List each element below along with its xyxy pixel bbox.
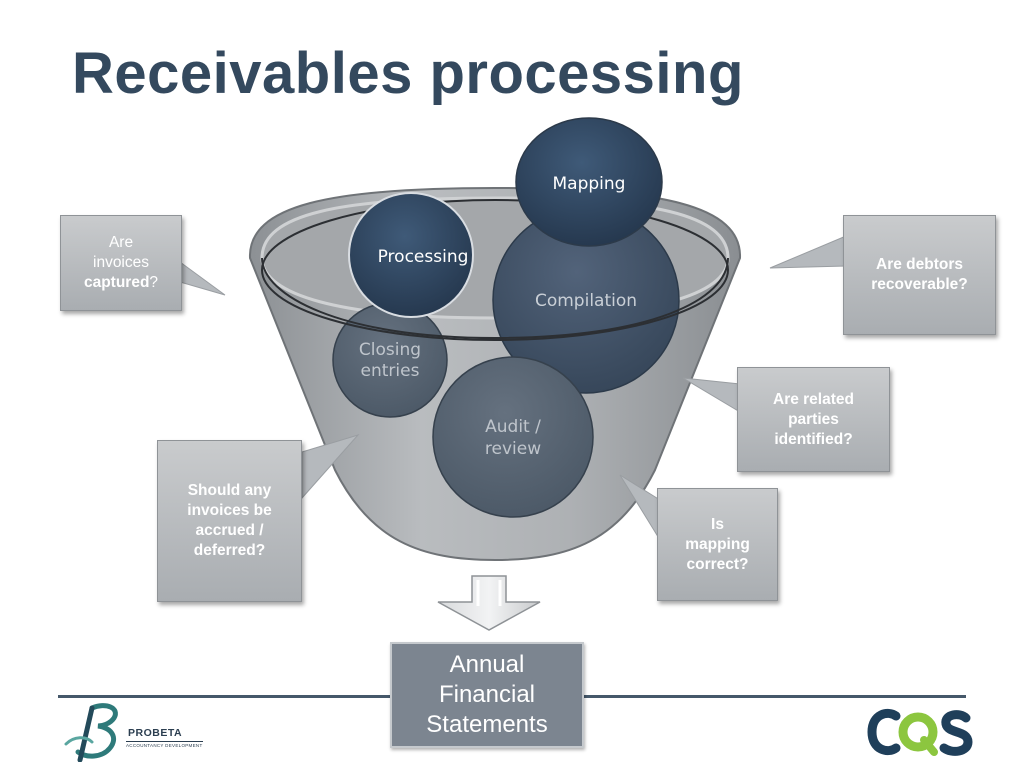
callout-accrued-line2: invoices be [187, 502, 272, 519]
circle-closing-entries: Closing entries [332, 302, 448, 418]
callout-invoices-line2: invoices [93, 254, 149, 271]
callout-debtors-recoverable: Are debtors recoverable? [843, 215, 996, 335]
annual-financial-statements-box: Annual Financial Statements [390, 642, 584, 748]
callout-debtors-line1: Are debtors [876, 256, 963, 273]
callout-accrued-deferred: Should any invoices be accrued / deferre… [157, 440, 302, 602]
callout-mapping-correct: Is mapping correct? [657, 488, 778, 601]
callout-pointers [179, 235, 847, 542]
callout-invoices-line1: Are [108, 234, 134, 251]
funnel-diagram: Compilation Audit / review Closing entri… [179, 117, 847, 631]
footer-divider-left [58, 695, 390, 698]
circle-audit-review: Audit / review [432, 356, 594, 518]
callout-mapping-line1: Is [711, 515, 724, 533]
cqs-logo-icon [867, 708, 973, 756]
circle-audit-label-1: Audit / [485, 417, 541, 437]
circle-processing: Processing [348, 192, 474, 318]
afs-line1: Annual [449, 651, 525, 678]
circle-mapping-label: Mapping [553, 174, 626, 194]
callout-related-line2: parties [788, 410, 839, 428]
funnel-rim-ellipse [261, 199, 729, 341]
callout-accrued-line4: deferred? [193, 542, 266, 559]
circle-compilation: Compilation [492, 206, 680, 394]
callout-invoices-captured: Are invoices captured? [60, 215, 182, 311]
callout-invoices-suffix: ? [149, 274, 159, 291]
callout-invoices-bold: captured [83, 274, 150, 291]
circle-compilation-label: Compilation [535, 291, 637, 311]
circle-closing-label-2: entries [361, 361, 420, 381]
down-arrow-icon [437, 575, 541, 631]
callout-debtors-line2: recoverable? [871, 276, 968, 293]
callout-related-line3: identified? [774, 430, 853, 448]
probeta-logo-icon [64, 703, 118, 762]
callout-accrued-line1: Should any [187, 482, 272, 499]
circle-audit-label-2: review [485, 439, 541, 459]
afs-line3: Statements [426, 711, 548, 738]
callout-related-line1: Are related [773, 390, 854, 408]
circle-mapping: Mapping [515, 117, 663, 247]
circle-closing-label-1: Closing [359, 340, 421, 360]
funnel-rim-front [261, 257, 729, 340]
probeta-logo-subtitle: ACCOUNTANCY DEVELOPMENT [126, 741, 203, 748]
footer-divider-right [584, 695, 966, 698]
callout-related-parties: Are related parties identified? [737, 367, 890, 472]
callout-accrued-line3: accrued / [195, 522, 264, 539]
circle-processing-label: Processing [378, 247, 469, 267]
callout-mapping-line2: mapping [685, 535, 750, 553]
callout-mapping-line3: correct? [686, 555, 749, 573]
afs-line2: Financial [438, 681, 536, 708]
page-title: Receivables processing [72, 41, 744, 106]
probeta-logo-name: PROBETA [128, 727, 183, 739]
